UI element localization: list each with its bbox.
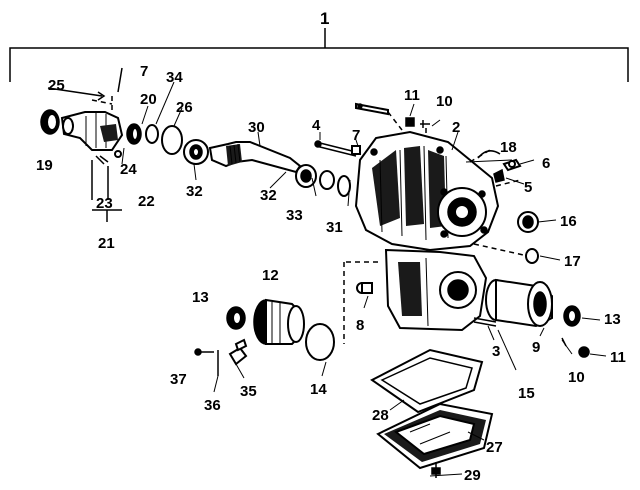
callout-30: 30 [248, 119, 265, 136]
label-leaders [121, 81, 607, 477]
callout-33: 33 [286, 207, 303, 224]
callout-20: 20 [140, 91, 157, 108]
gasket-14 [305, 323, 335, 361]
callout-36: 36 [204, 397, 221, 414]
speedo-gear-25 [47, 87, 113, 105]
callout-34: 34 [166, 69, 183, 86]
callout-10-top: 10 [436, 93, 453, 110]
pin-7-right [351, 145, 361, 155]
callout-29: 29 [464, 467, 481, 484]
callout-11-top: 11 [404, 87, 420, 104]
callout-35: 35 [240, 383, 257, 400]
seal-13-left [226, 306, 246, 330]
fitting-6 [502, 158, 522, 172]
callout-24: 24 [120, 161, 137, 178]
callout-17: 17 [564, 253, 581, 270]
gasket-28 [370, 348, 484, 414]
bolt-5 [493, 168, 505, 183]
callout-13-right: 13 [604, 311, 621, 328]
callout-11-right: 11 [610, 349, 626, 366]
small-parts-22-24 [95, 150, 122, 165]
hose-18 [477, 150, 501, 159]
transfer-case-2 [354, 130, 500, 252]
plug-11-right [578, 346, 590, 358]
callout-31: 31 [326, 219, 343, 236]
bearing-32-right [295, 164, 317, 188]
callout-3: 3 [492, 343, 500, 360]
bolt-37 [194, 348, 214, 356]
transfer-case-lower [384, 248, 488, 332]
bracket-21-23 [91, 160, 122, 222]
assembly-bracket [9, 28, 629, 82]
callout-28: 28 [372, 407, 389, 424]
callout-16: 16 [560, 213, 577, 230]
callout-15: 15 [518, 385, 535, 402]
callout-26: 26 [176, 99, 193, 116]
pin-7-upper [111, 67, 123, 110]
housing-12 [253, 298, 305, 345]
seal-19 [40, 109, 60, 135]
callout-19: 19 [36, 157, 53, 174]
adapter-9 [485, 278, 553, 328]
seal-13-right [563, 305, 581, 327]
callout-14: 14 [310, 381, 327, 398]
extension-housing [60, 111, 124, 151]
callout-37: 37 [170, 371, 187, 388]
ring-34 [145, 124, 159, 144]
plug-8 [356, 282, 373, 294]
callout-10-right: 10 [568, 369, 585, 386]
breather-tube [355, 102, 403, 131]
callout-27: 27 [486, 439, 503, 456]
callout-21: 21 [98, 235, 115, 252]
callout-8: 8 [356, 317, 364, 334]
callout-9: 9 [532, 339, 540, 356]
callout-32-right: 32 [260, 187, 277, 204]
bracket-35 [228, 338, 248, 366]
callout-7: 7 [140, 63, 148, 80]
output-shaft-30 [208, 141, 302, 174]
callout-7-right: 7 [352, 127, 360, 144]
callout-32-left: 32 [186, 183, 203, 200]
seal-20 [126, 123, 142, 145]
callout-4: 4 [312, 117, 321, 134]
callout-2: 2 [452, 119, 460, 136]
callout-23: 23 [96, 195, 113, 212]
bearing-32-left [183, 139, 209, 165]
callout-22: 22 [138, 193, 155, 210]
bolt-3 [473, 317, 497, 327]
callout-12: 12 [262, 267, 279, 284]
callout-labels: 1 25 7 34 20 26 30 19 24 22 23 21 32 32 … [36, 9, 626, 484]
callout-18: 18 [500, 139, 517, 156]
ring-31 [337, 175, 351, 197]
plug-11-top [405, 117, 415, 127]
callout-25: 25 [48, 77, 65, 94]
callout-1: 1 [320, 9, 329, 28]
callout-5: 5 [524, 179, 532, 196]
seal-16 [517, 211, 539, 233]
oil-pan-27 [376, 402, 494, 470]
ring-26 [161, 125, 183, 155]
callout-13-left: 13 [192, 289, 209, 306]
ring-33 [319, 170, 335, 190]
ring-17 [525, 248, 539, 264]
bolt-4 [314, 140, 357, 157]
callout-6: 6 [542, 155, 550, 172]
